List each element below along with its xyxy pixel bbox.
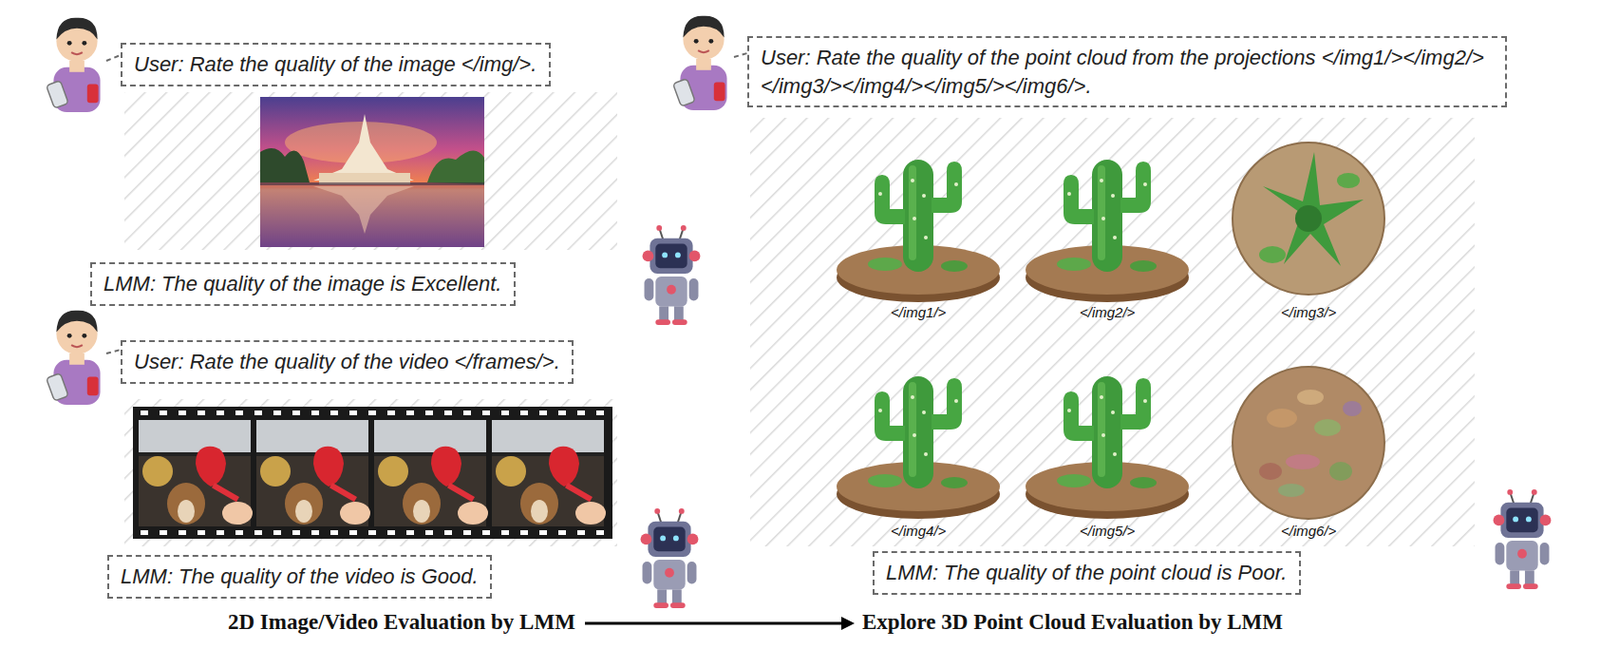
bubble-text: LMM: The quality of the point cloud is P… (885, 558, 1288, 587)
cactus-projection (836, 142, 1385, 519)
speech-bubble: User: Rate the quality of the image </im… (120, 42, 551, 87)
projection-label: </img6/> (1280, 522, 1337, 539)
flow-arrow (584, 616, 855, 630)
bubble-text: User: Rate the quality of the video </fr… (133, 347, 561, 377)
projection-label: </img1/> (890, 303, 946, 320)
speech-bubble: User: Rate the quality of the point clou… (747, 36, 1507, 108)
hatched-panel (124, 92, 1475, 546)
temple-photo (260, 96, 485, 247)
robot-avatar (640, 225, 1552, 608)
speech-bubble: LMM: The quality of the image is Excelle… (90, 262, 516, 306)
bubble-tail (106, 53, 748, 354)
projection-label: </img3/> (1280, 303, 1337, 320)
projection-label: </img4/> (890, 522, 946, 539)
section-title: 2D Image/Video Evaluation by LMM (227, 609, 576, 635)
bubble-text: LMM: The quality of the video is Good. (120, 562, 479, 591)
speech-bubble: LMM: The quality of the video is Good. (107, 554, 492, 599)
speech-bubble: LMM: The quality of the point cloud is P… (872, 550, 1301, 595)
user-avatar (46, 16, 728, 405)
bubble-text: User: Rate the quality of the image </im… (133, 50, 538, 79)
projection-label: </img5/> (1079, 522, 1135, 539)
section-title: Explore 3D Point Cloud Evaluation by LMM (862, 609, 1283, 635)
video-filmstrip (132, 406, 613, 539)
speech-bubble: User: Rate the quality of the video </fr… (120, 339, 574, 384)
bubble-text: User: Rate the quality of the point clou… (760, 43, 1494, 100)
projection-label: </img2/> (1079, 303, 1135, 320)
bubble-text: LMM: The quality of the image is Excelle… (103, 269, 503, 299)
